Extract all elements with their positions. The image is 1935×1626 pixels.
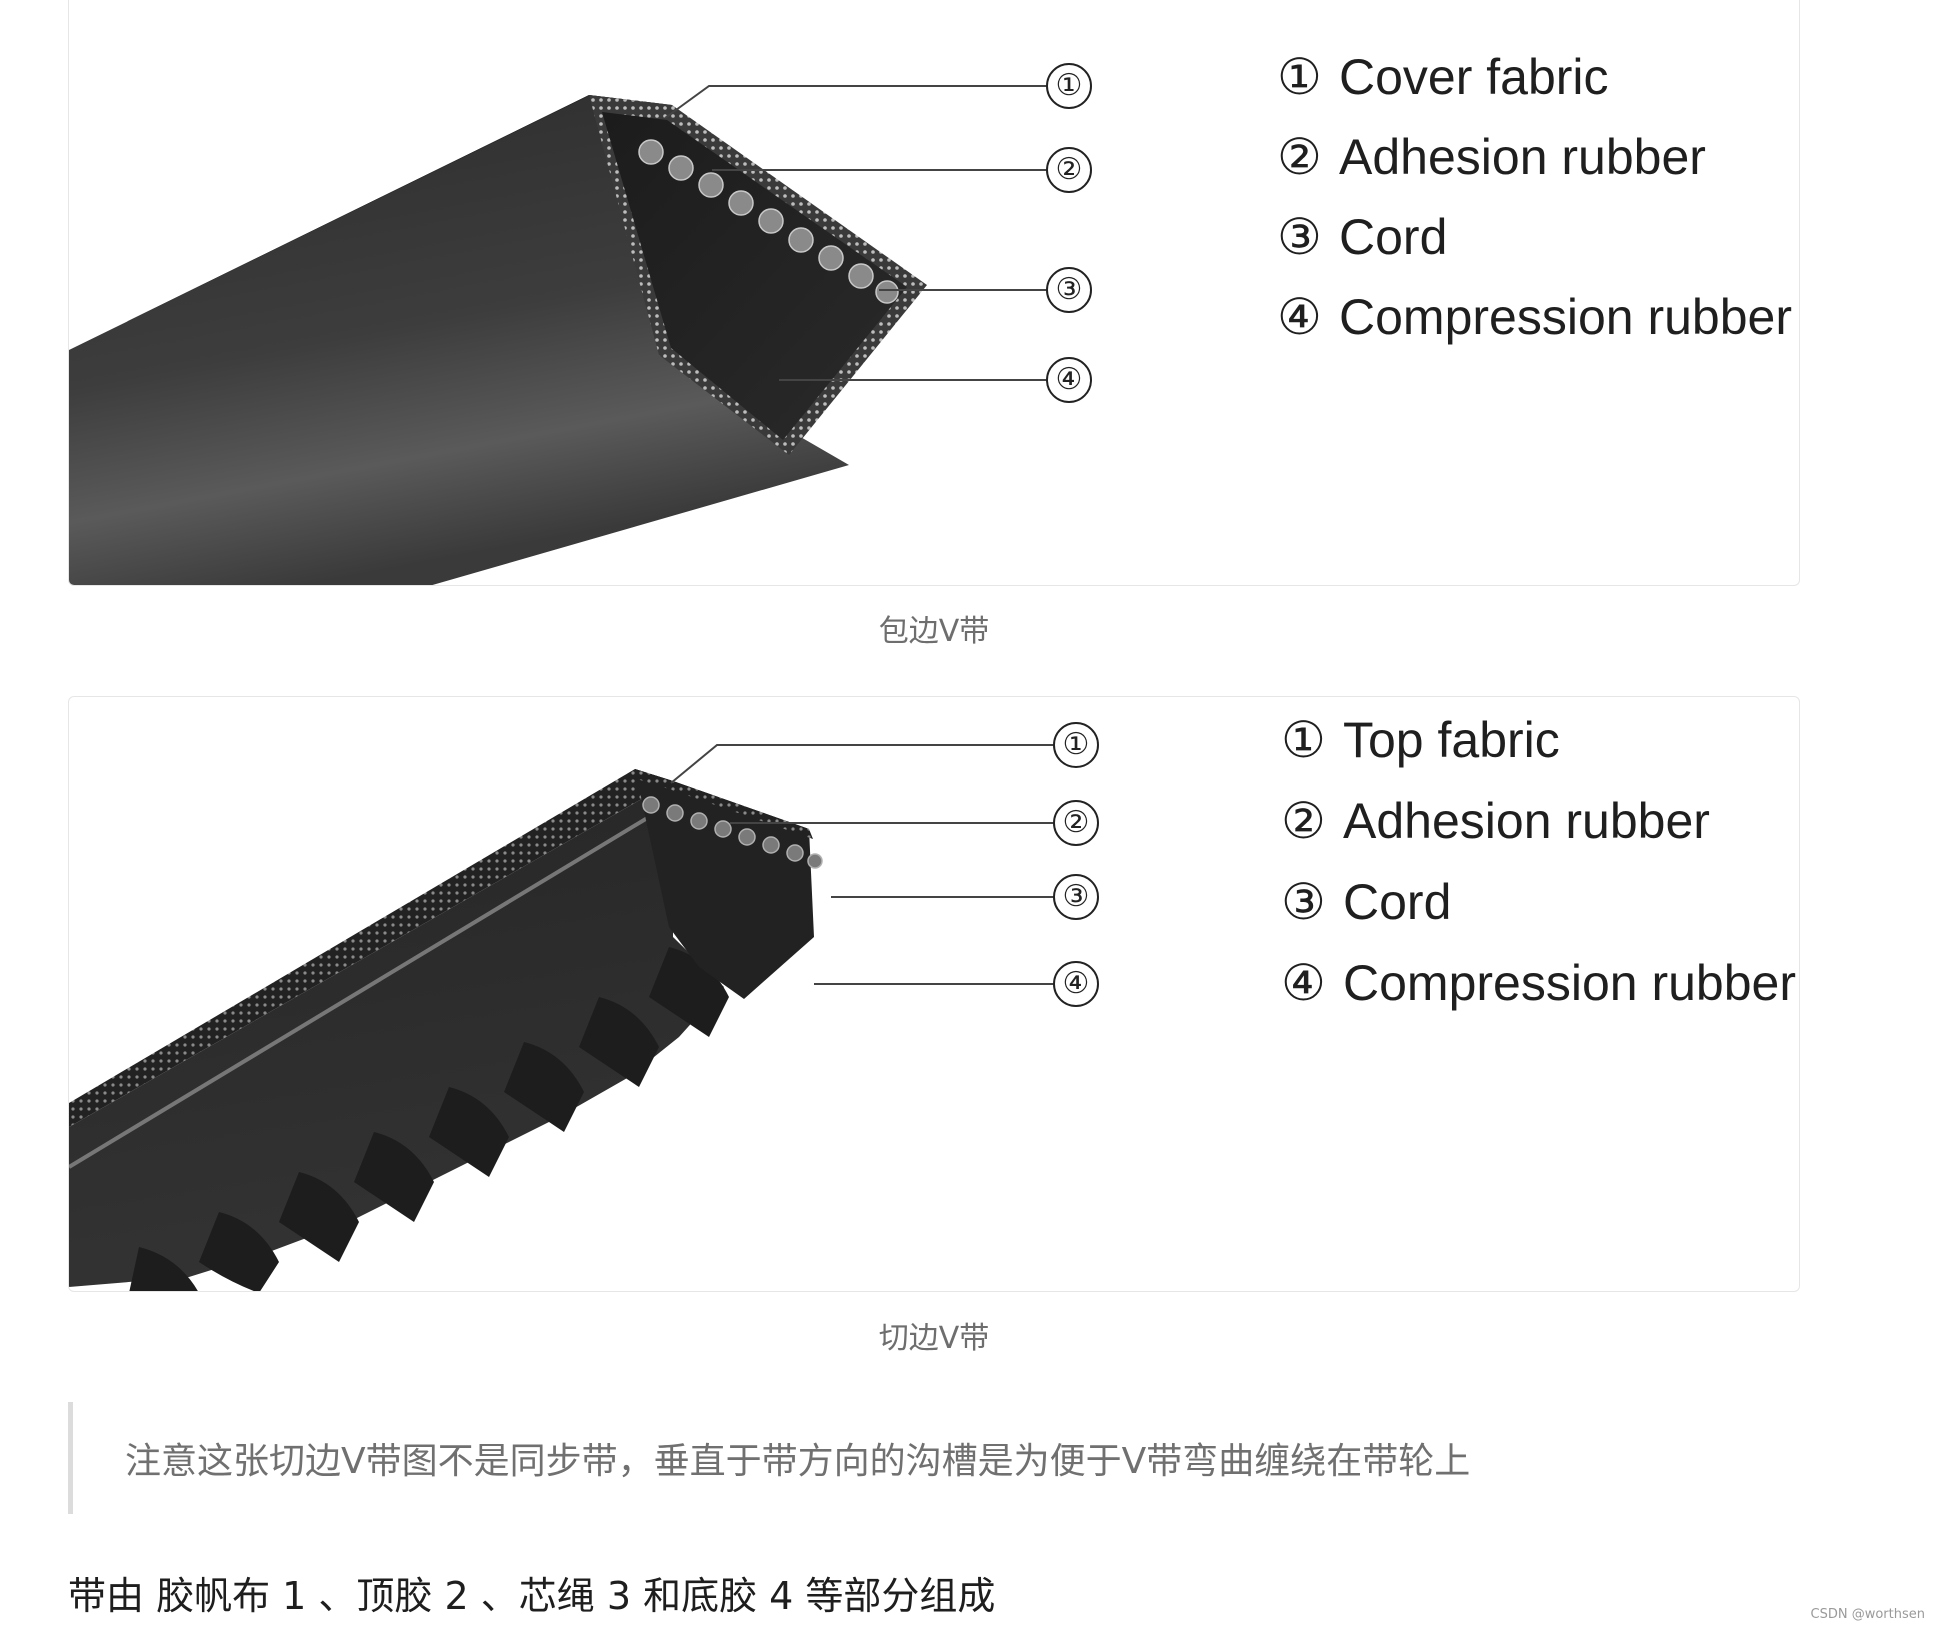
- legend-number: ③: [1281, 873, 1343, 931]
- legend-label: Cord: [1343, 874, 1451, 930]
- callout-2: ②: [1049, 146, 1089, 194]
- legend-number: ②: [1281, 792, 1343, 850]
- legend-label: Top fabric: [1343, 712, 1560, 768]
- legend-number: ④: [1277, 288, 1339, 346]
- body-paragraph: 带由 胶帆布 1 、顶胶 2 、芯绳 3 和底胶 4 等部分组成: [68, 1565, 995, 1620]
- legend-number: ②: [1277, 128, 1339, 186]
- legend-label: Cover fabric: [1339, 49, 1609, 105]
- legend-number: ①: [1277, 48, 1339, 106]
- legend-label: Compression rubber: [1339, 289, 1792, 345]
- legend-label: Adhesion rubber: [1343, 793, 1710, 849]
- note-text: 注意这张切边V带图不是同步带，垂直于带方向的沟槽是为便于V带弯曲缠绕在带轮上: [125, 1441, 1470, 1482]
- callout-4: ④: [1056, 960, 1096, 1008]
- callout-1: ①: [1049, 62, 1089, 110]
- figure-caption-wrapped: 包边V带: [68, 606, 1800, 650]
- callout-4: ④: [1049, 356, 1089, 404]
- callout-3: ③: [1049, 266, 1089, 314]
- figure-caption-raw-edge: 切边V带: [68, 1313, 1800, 1357]
- legend-label: Cord: [1339, 209, 1447, 265]
- watermark: CSDN @worthsen: [1811, 1607, 1925, 1622]
- legend-label: Compression rubber: [1343, 955, 1796, 1011]
- legend-label: Adhesion rubber: [1339, 129, 1706, 185]
- legend-number: ③: [1277, 208, 1339, 266]
- note-blockquote: 注意这张切边V带图不是同步带，垂直于带方向的沟槽是为便于V带弯曲缠绕在带轮上: [68, 1402, 1800, 1514]
- callout-1: ①: [1056, 721, 1096, 769]
- callout-2: ②: [1056, 799, 1096, 847]
- legend-number: ①: [1281, 711, 1343, 769]
- callout-3: ③: [1056, 873, 1096, 921]
- legend-number: ④: [1281, 954, 1343, 1012]
